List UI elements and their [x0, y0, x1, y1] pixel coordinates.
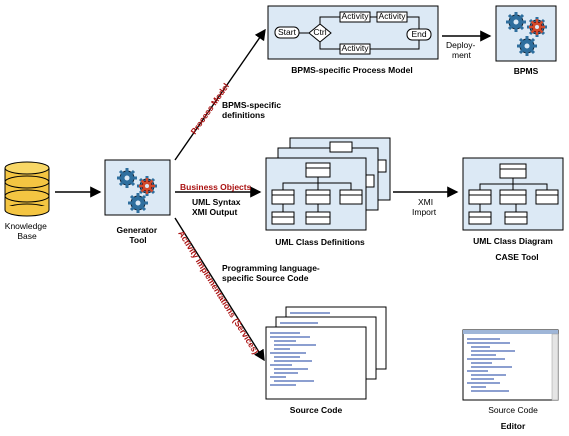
- deployment-line2: ment: [452, 50, 472, 60]
- editor-label: Editor: [501, 421, 526, 431]
- source-code-label: Source Code: [290, 405, 343, 415]
- xmi-import-label: XMI Import: [412, 197, 437, 217]
- business-objects-label: Business Objects: [180, 182, 252, 192]
- knowledge-base-line2: Base: [17, 231, 37, 241]
- arrow-to-source-code: [174, 217, 265, 362]
- bpms-model-label: BPMS-specific Process Model: [291, 65, 412, 75]
- generator-tool-icon: [104, 159, 171, 216]
- uml-syntax-label: UML Syntax XMI Output: [192, 197, 243, 217]
- uml-class-diagram-panel: [462, 157, 564, 231]
- uml-definitions-stack: [265, 137, 391, 231]
- programming-language-line2: specific Source Code: [222, 273, 309, 283]
- process-model-panel: [267, 5, 439, 60]
- decision-label: Ctrl: [313, 27, 326, 37]
- start-label: Start: [278, 27, 297, 37]
- arrow-to-process-model: [174, 28, 266, 161]
- deployment-label: Deploy- ment: [446, 40, 478, 60]
- knowledge-base-line1: Knowledge: [5, 221, 47, 231]
- deployment-line1: Deploy-: [446, 40, 475, 50]
- bpms-definitions-line2: definitions: [222, 110, 265, 120]
- bpms-icon: [495, 5, 557, 62]
- activity-label-1: Activity: [342, 11, 370, 21]
- programming-language-label: Programming language- specific Source Co…: [222, 263, 322, 283]
- end-label: End: [411, 29, 426, 39]
- xmi-import-line1: XMI: [418, 197, 433, 207]
- xmi-import-line2: Import: [412, 207, 437, 217]
- case-tool-label: CASE Tool: [495, 252, 538, 262]
- bpms-definitions-line1: BPMS-specific: [222, 100, 281, 110]
- activity-label-2: Activity: [379, 11, 407, 21]
- uml-defs-label: UML Class Definitions: [275, 237, 365, 247]
- knowledge-base-icon: [4, 161, 50, 217]
- editor-panel: [462, 329, 559, 401]
- uml-diagram-label: UML Class Diagram: [473, 236, 553, 246]
- bpms-label: BPMS: [514, 66, 539, 76]
- knowledge-base-label: Knowledge Base: [5, 221, 49, 241]
- activity-label-3: Activity: [342, 43, 370, 53]
- programming-language-line1: Programming language-: [222, 263, 320, 273]
- uml-syntax-line1: UML Syntax: [192, 197, 241, 207]
- generator-tool-line2: Tool: [129, 235, 146, 245]
- generator-tool-line1: Generator: [117, 225, 158, 235]
- editor-source-label: Source Code: [488, 405, 538, 415]
- generator-tool-label: Generator Tool: [117, 225, 160, 245]
- activity-implementations-label: Activity Implementations (Services): [176, 229, 261, 356]
- source-code-stack: [265, 306, 387, 400]
- uml-syntax-line2: XMI Output: [192, 207, 237, 217]
- bpms-definitions-label: BPMS-specific definitions: [222, 100, 283, 120]
